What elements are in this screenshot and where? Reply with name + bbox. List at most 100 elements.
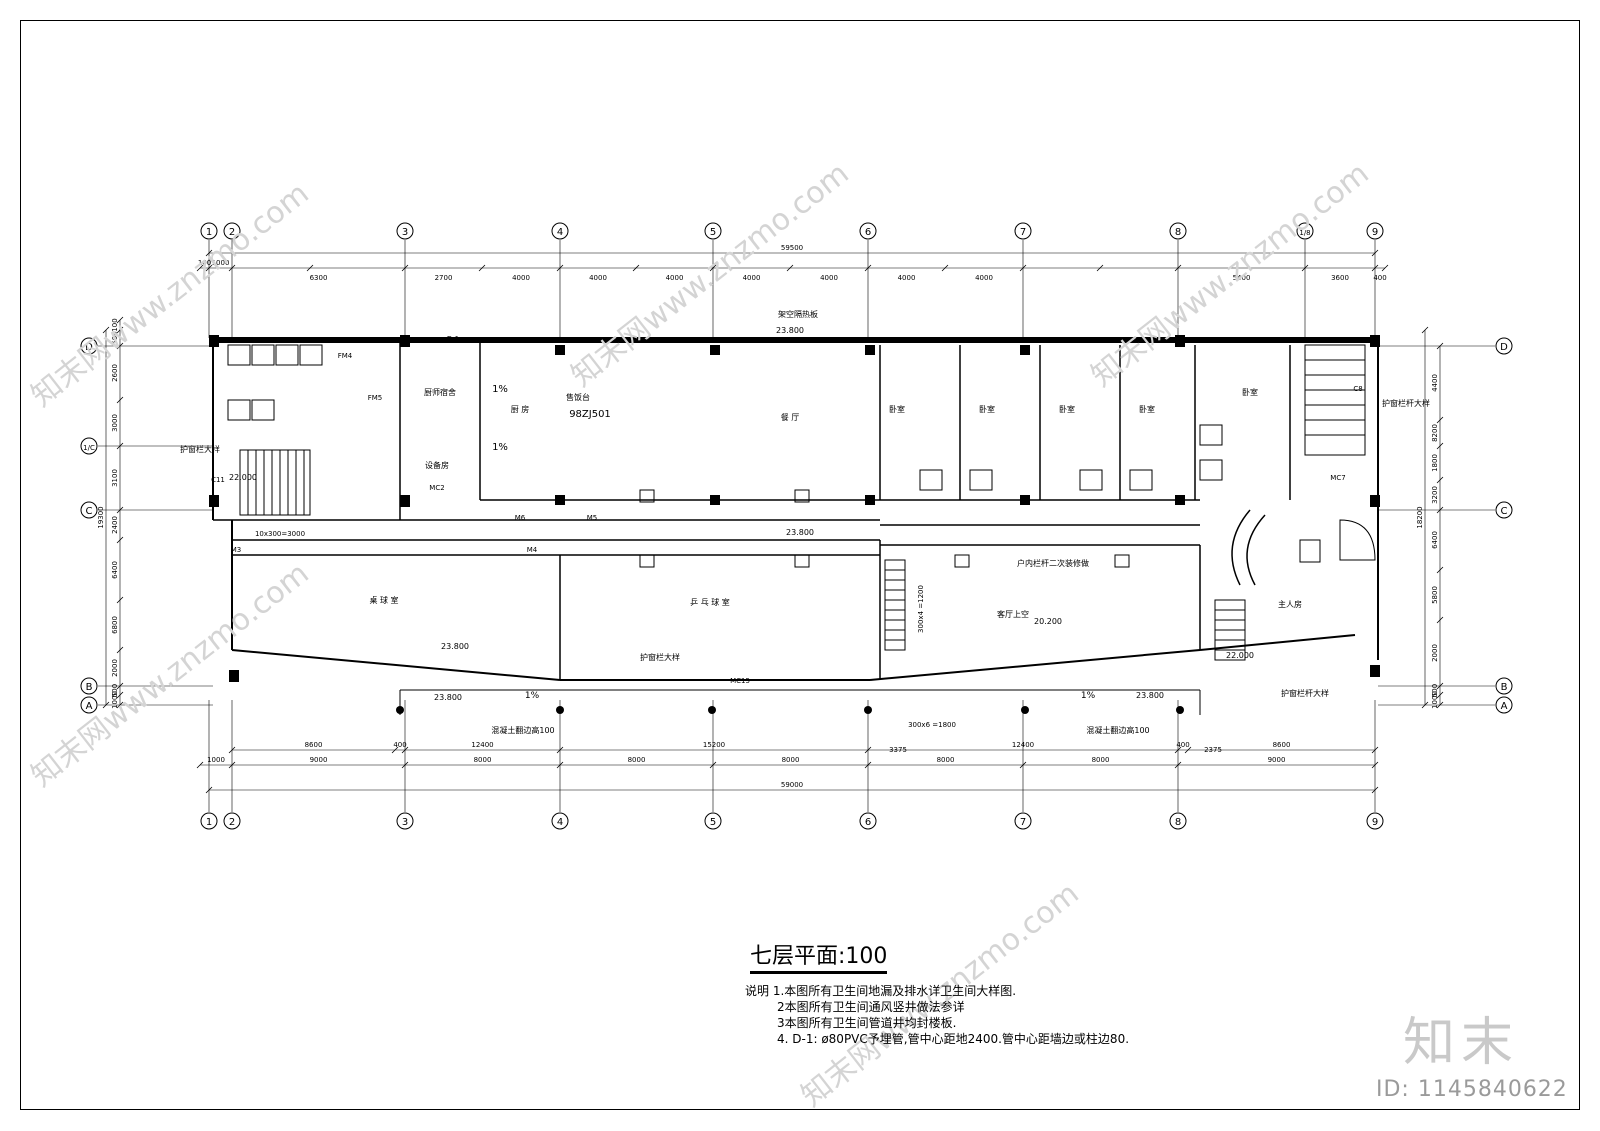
top-bay-text: 4000 xyxy=(975,274,993,282)
watermark-id: ID: 1145840622 xyxy=(1376,1077,1568,1102)
axis-bubble xyxy=(1366,812,1384,830)
axis-label: 8 xyxy=(1175,817,1181,828)
stairs xyxy=(239,344,1366,661)
bottom-span-dim-tick xyxy=(228,761,236,769)
axis-bubble xyxy=(551,222,569,240)
left-span-dim-text: 3000 xyxy=(111,414,119,432)
bottom-span-dim-tick xyxy=(709,761,717,769)
room-label: 卧室 xyxy=(1059,404,1075,414)
left-span-dim-tick xyxy=(116,691,124,699)
curved-lobby xyxy=(1231,509,1266,586)
right-span-dim-text: 6400 xyxy=(1431,531,1439,549)
axis-label: 2 xyxy=(229,817,235,828)
axis-label: A xyxy=(1501,701,1508,712)
room-label: 98ZJ501 xyxy=(569,409,611,420)
left-span-dim-text: 2600 xyxy=(111,364,119,382)
overall-top-dim-tick xyxy=(205,249,213,257)
axis-label: D xyxy=(1500,342,1508,353)
door-tag: FM5 xyxy=(368,394,383,402)
top-span-dim-tick xyxy=(709,264,717,272)
slope-mark: 1% xyxy=(525,691,540,701)
axis-label: A xyxy=(86,701,93,712)
axis-bubble xyxy=(1296,222,1314,240)
bottom-span-dim-text: 8000 xyxy=(474,756,492,764)
axis-label: 7 xyxy=(1020,817,1026,828)
door-tag: MC7 xyxy=(1330,474,1345,482)
axis-label: 4 xyxy=(557,817,563,828)
bottom-span-dim-tick xyxy=(401,761,409,769)
right-span-dim-text: 4400 xyxy=(1431,374,1439,392)
axis-bubble xyxy=(80,337,98,355)
axis-label: 9 xyxy=(1372,817,1378,828)
room-label: 护窗栏杆大样 xyxy=(1382,398,1430,408)
overall-top-dim-tick xyxy=(1371,249,1379,257)
bottom-span-dim-text: 8000 xyxy=(782,756,800,764)
left-span-dim-text: 6800 xyxy=(111,616,119,634)
top-bay-text: 6300 xyxy=(310,274,328,282)
elevation-mark: 23.800 xyxy=(441,642,469,651)
drawing-title: 七层平面:100 xyxy=(750,945,888,974)
left-overall-dim-text: 19300 xyxy=(97,506,105,528)
overall-bottom-dim-tick xyxy=(205,786,213,794)
axis-label: 1/8 xyxy=(1299,229,1310,237)
bottom-inner-dim-text: 12400 xyxy=(471,741,493,749)
left-overall-dim-tick xyxy=(102,326,110,334)
room-labels: 厨 房餐 厅厨师宿舍设备房卧室卧室卧室卧室卧室桌 球 室乒 乓 球 室客厅上空主… xyxy=(180,309,1430,754)
axis-label: D xyxy=(85,342,93,353)
axis-label: B xyxy=(86,682,93,693)
bottom-span-dim-tick xyxy=(556,761,564,769)
axis-bubble xyxy=(396,222,414,240)
room-label: 护窗栏大样 xyxy=(640,652,680,662)
axis-bubble xyxy=(1169,812,1187,830)
axis-label: 3 xyxy=(402,227,408,238)
axis-bubble xyxy=(1366,222,1384,240)
right-span-dim-text: 500 xyxy=(1431,684,1439,697)
slope-mark: 1% xyxy=(492,384,508,395)
room-label: 卧室 xyxy=(1242,387,1258,397)
right-overall-dim-text: 18200 xyxy=(1416,506,1424,528)
toilet-fixtures xyxy=(227,344,1376,568)
slope-mark: 1% xyxy=(492,442,508,453)
axis-bubble xyxy=(1495,337,1513,355)
bottom-inner-dim-text: 400 xyxy=(1176,741,1189,749)
left-span-dim-text: 2000 xyxy=(111,659,119,677)
right-overall-dim-tick xyxy=(1421,701,1429,709)
axis-bubble xyxy=(1014,812,1032,830)
top-span-dim-tick xyxy=(1174,264,1182,272)
axis-label: 5 xyxy=(710,227,716,238)
axis-bubble xyxy=(200,812,218,830)
bottom-span-dim-text: 8000 xyxy=(1092,756,1110,764)
room-label: 设备房 xyxy=(425,460,449,470)
elevation-mark: 23.800 xyxy=(1136,691,1164,700)
door-tag: C8 xyxy=(1353,385,1362,393)
elevation-mark: 23.800 xyxy=(786,528,814,537)
axis-label: 1/C xyxy=(83,444,95,452)
elevation-mark: 22.000 xyxy=(229,473,257,482)
right-span-dim-tick xyxy=(1436,506,1444,514)
left-span-dim-tick xyxy=(116,506,124,514)
bottom-span-dim-tick xyxy=(1019,761,1027,769)
room-label: 混凝土翻边高100 xyxy=(491,725,554,735)
top-span-dim-text: 1000 xyxy=(212,259,230,267)
elevation-mark: 23.800 xyxy=(434,693,462,702)
stair-note: 3375 xyxy=(889,746,907,754)
room-label: 户内栏杆二次装修做 xyxy=(1017,558,1089,568)
bottom-span-dim-tick xyxy=(1174,761,1182,769)
room-label: 桌 球 室 xyxy=(369,595,398,605)
elevation-mark: 20.200 xyxy=(1034,617,1062,626)
top-span-dim-tick xyxy=(1301,264,1309,272)
door-tag: M4 xyxy=(527,546,538,554)
bottom-inner-dim-text: 400 xyxy=(393,741,406,749)
bottom-inner-dim-text: 8600 xyxy=(305,741,323,749)
axis-label: 2 xyxy=(229,227,235,238)
top-bay-text: 4000 xyxy=(666,274,684,282)
axis-bubble xyxy=(1169,222,1187,240)
bottom-span-dim-tick xyxy=(864,761,872,769)
top-span-dim-tick xyxy=(1019,264,1027,272)
axis-bubble xyxy=(859,222,877,240)
axis-label: 6 xyxy=(865,817,871,828)
slope-mark: 1% xyxy=(1081,691,1096,701)
axis-bubble xyxy=(80,437,98,455)
